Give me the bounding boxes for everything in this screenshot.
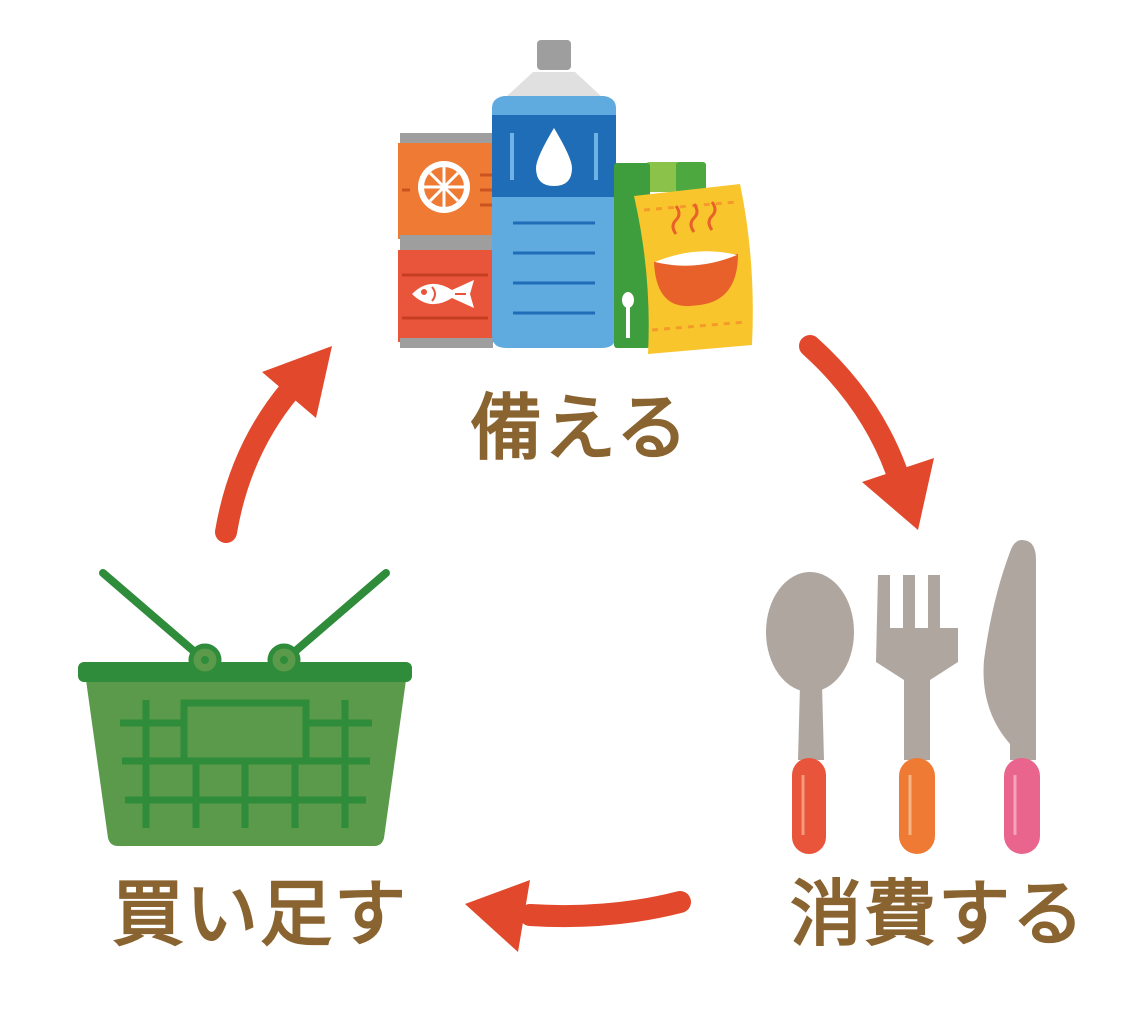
label-prepare: 備える [470, 386, 690, 470]
shopping-basket-icon [78, 569, 412, 846]
fish-can-icon [398, 243, 495, 348]
arrow-consume-to-restock [465, 880, 691, 952]
fork-icon [876, 575, 958, 854]
arrow-restock-to-prepare [215, 346, 332, 543]
arrow-prepare-to-consume [799, 335, 934, 530]
food-pouch-icon [634, 184, 753, 354]
water-bottle-icon [492, 40, 616, 348]
spoon-icon [766, 572, 854, 854]
label-restock: 買い足す [112, 872, 409, 956]
label-consume: 消費する [790, 872, 1087, 956]
stockpile-icon [398, 40, 753, 354]
orange-can-icon [398, 133, 495, 245]
knife-icon [983, 540, 1040, 854]
